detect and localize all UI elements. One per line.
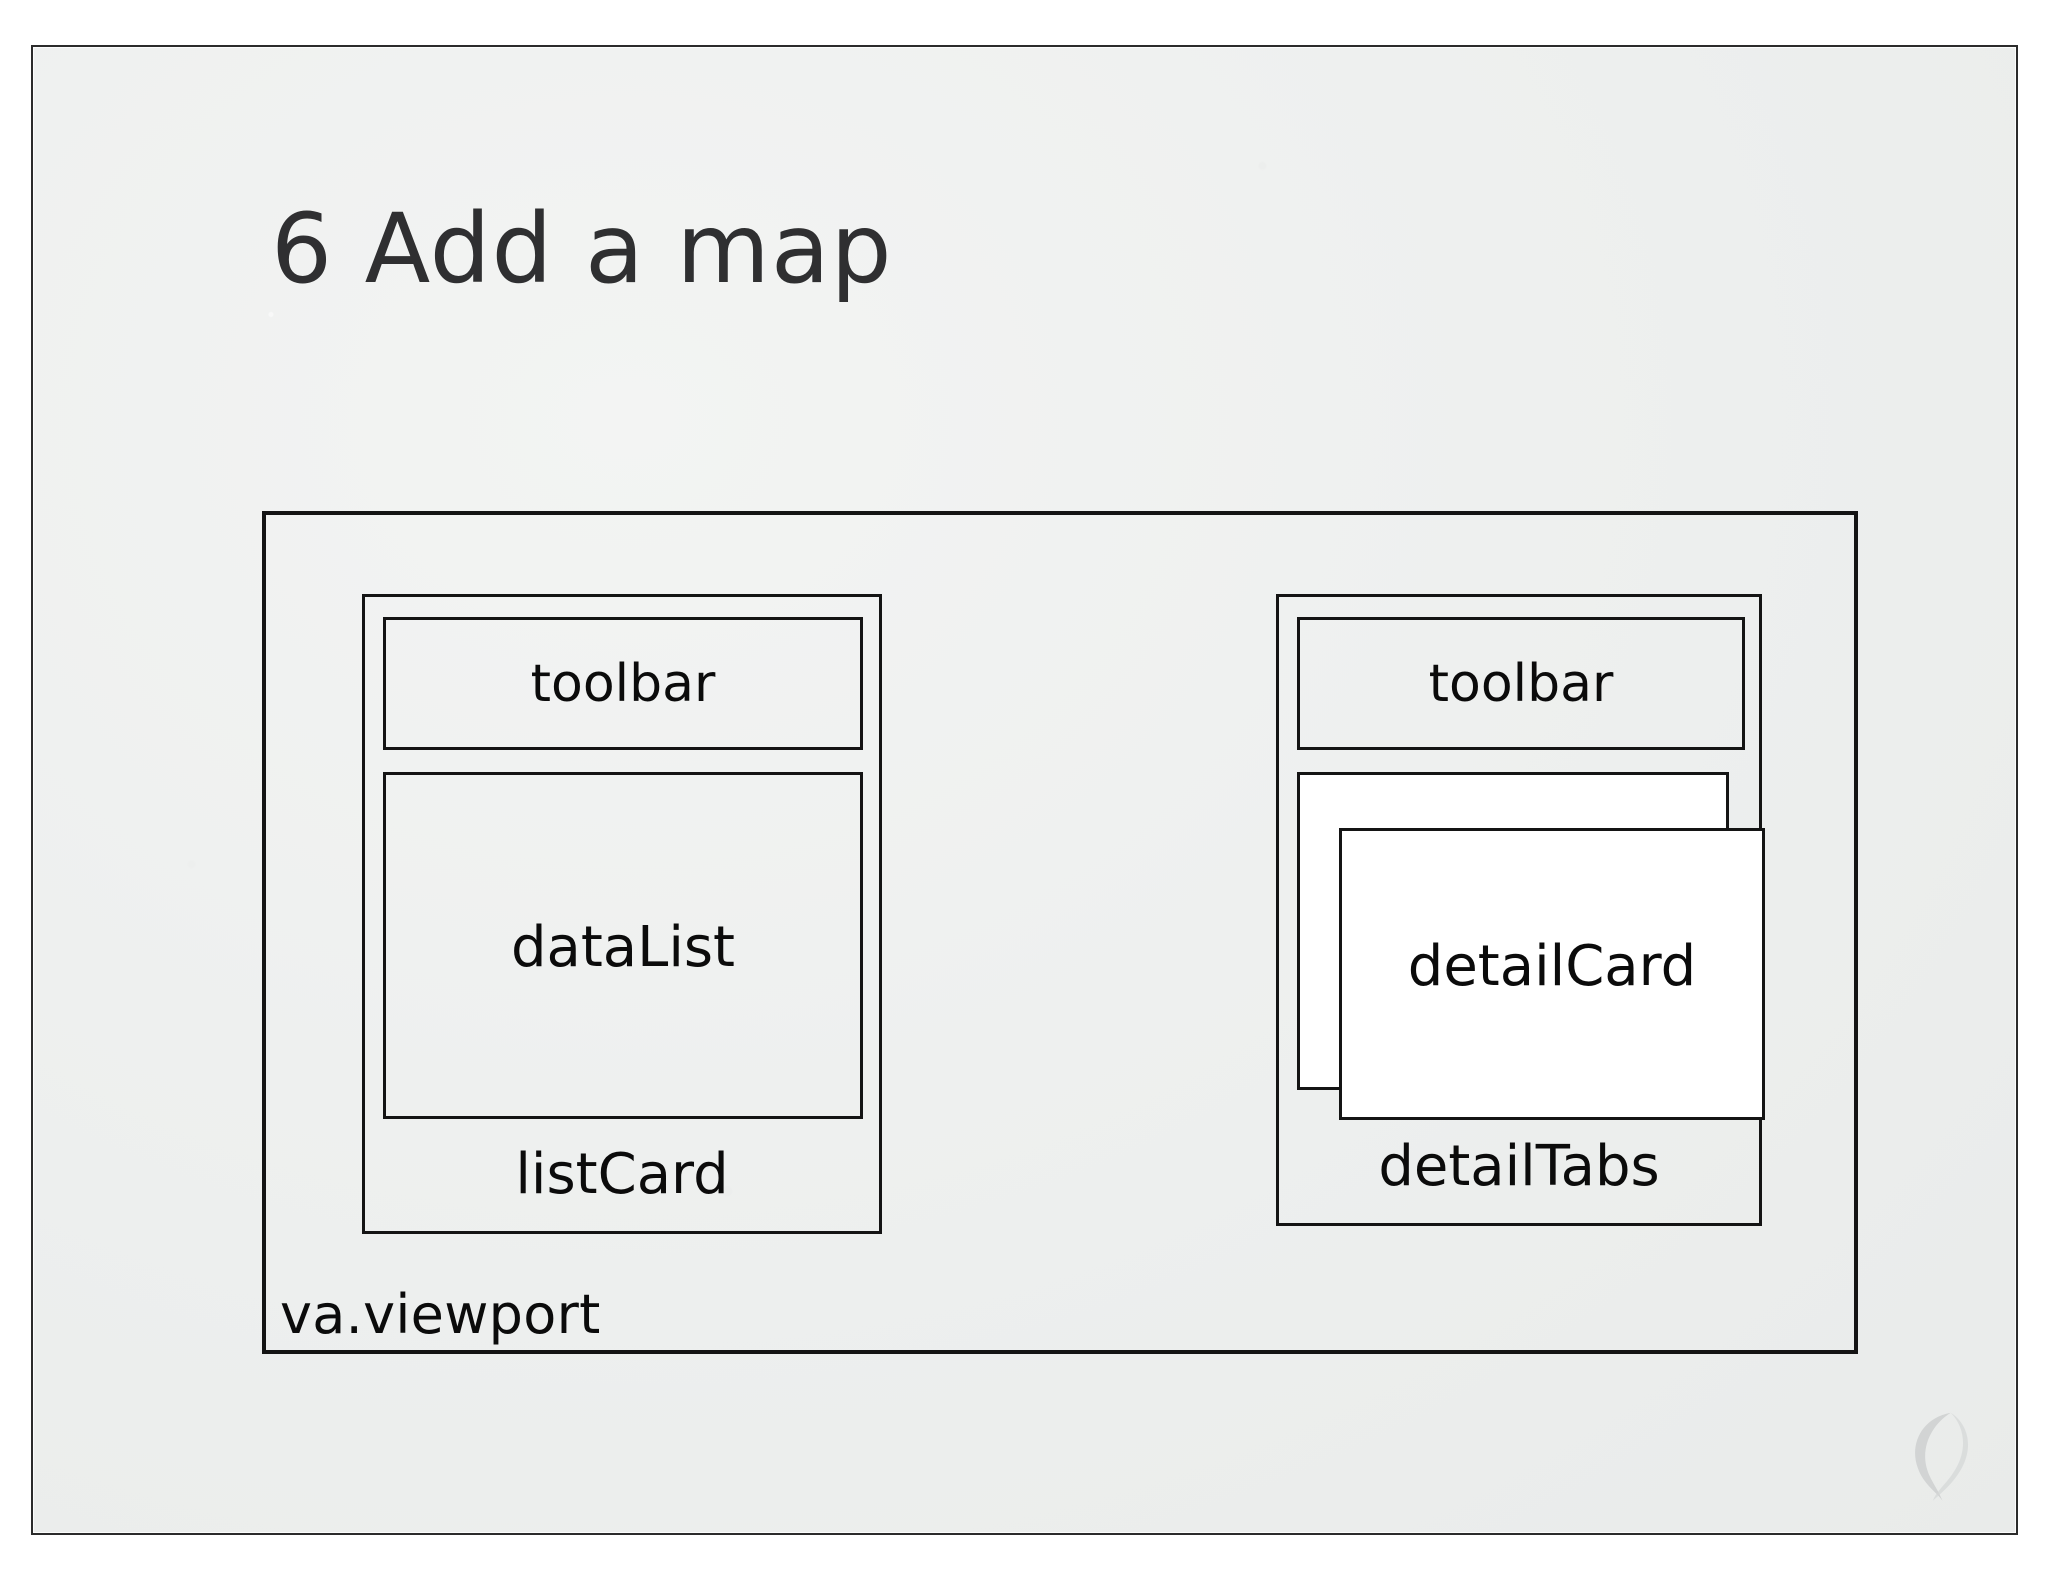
detail-tabs-box: toolbar detailCard detailTabs: [1276, 594, 1765, 1226]
data-list-label: dataList: [510, 915, 736, 980]
va-viewport-box: va.viewport toolbar dataList listCard to…: [262, 511, 1858, 1354]
list-card-toolbar-box: toolbar: [383, 617, 863, 750]
list-card-toolbar-label: toolbar: [530, 654, 716, 714]
detail-tabs-toolbar-box: toolbar: [1297, 617, 1745, 750]
va-viewport-label: va.viewport: [280, 1283, 601, 1346]
detail-tabs-label: detailTabs: [1378, 1134, 1660, 1199]
data-list-box: dataList: [383, 772, 863, 1119]
page-title: 6 Add a map: [271, 193, 893, 305]
detail-card-box: detailCard: [1339, 828, 1765, 1120]
detail-tabs-toolbar-label: toolbar: [1428, 654, 1614, 714]
list-card-box: toolbar dataList listCard: [362, 594, 882, 1234]
detail-card-label: detailCard: [1407, 934, 1697, 999]
slide-canvas: 6 Add a map va.viewport toolbar dataList…: [31, 45, 2018, 1535]
s-swoosh-logo-icon: [1915, 1412, 1969, 1501]
list-card-label: listCard: [515, 1142, 729, 1207]
